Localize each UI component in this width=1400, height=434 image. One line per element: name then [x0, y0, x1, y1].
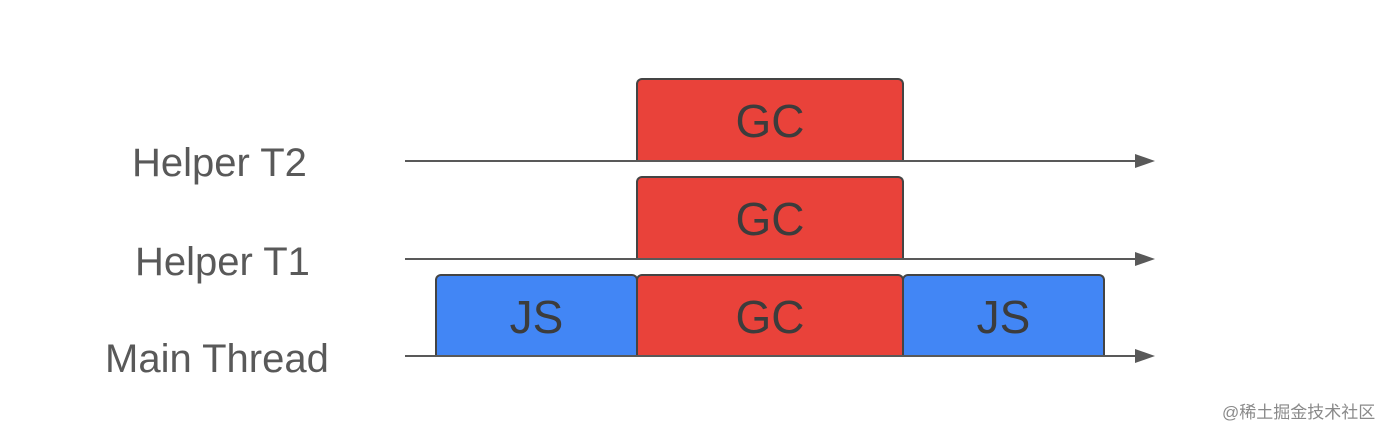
- arrowhead-helper-t1: [1135, 252, 1155, 266]
- timeline-helper-t2: [405, 160, 1137, 162]
- lane-label-helper-t1: Helper T1: [135, 240, 310, 284]
- lane-label-main-thread: Main Thread: [105, 337, 329, 381]
- watermark-text: @稀土掘金技术社区: [1222, 403, 1376, 422]
- timeline-main-thread: [405, 355, 1137, 357]
- gc-block-helper-t1: GC: [636, 176, 904, 259]
- arrowhead-helper-t2: [1135, 154, 1155, 168]
- js-block-main-right: JS: [902, 274, 1105, 357]
- gc-block-helper-t2: GC: [636, 78, 904, 161]
- js-block-main-left: JS: [435, 274, 638, 357]
- gc-block-main: GC: [636, 274, 904, 357]
- lane-label-helper-t2: Helper T2: [132, 141, 307, 185]
- timeline-helper-t1: [405, 258, 1137, 260]
- arrowhead-main-thread: [1135, 349, 1155, 363]
